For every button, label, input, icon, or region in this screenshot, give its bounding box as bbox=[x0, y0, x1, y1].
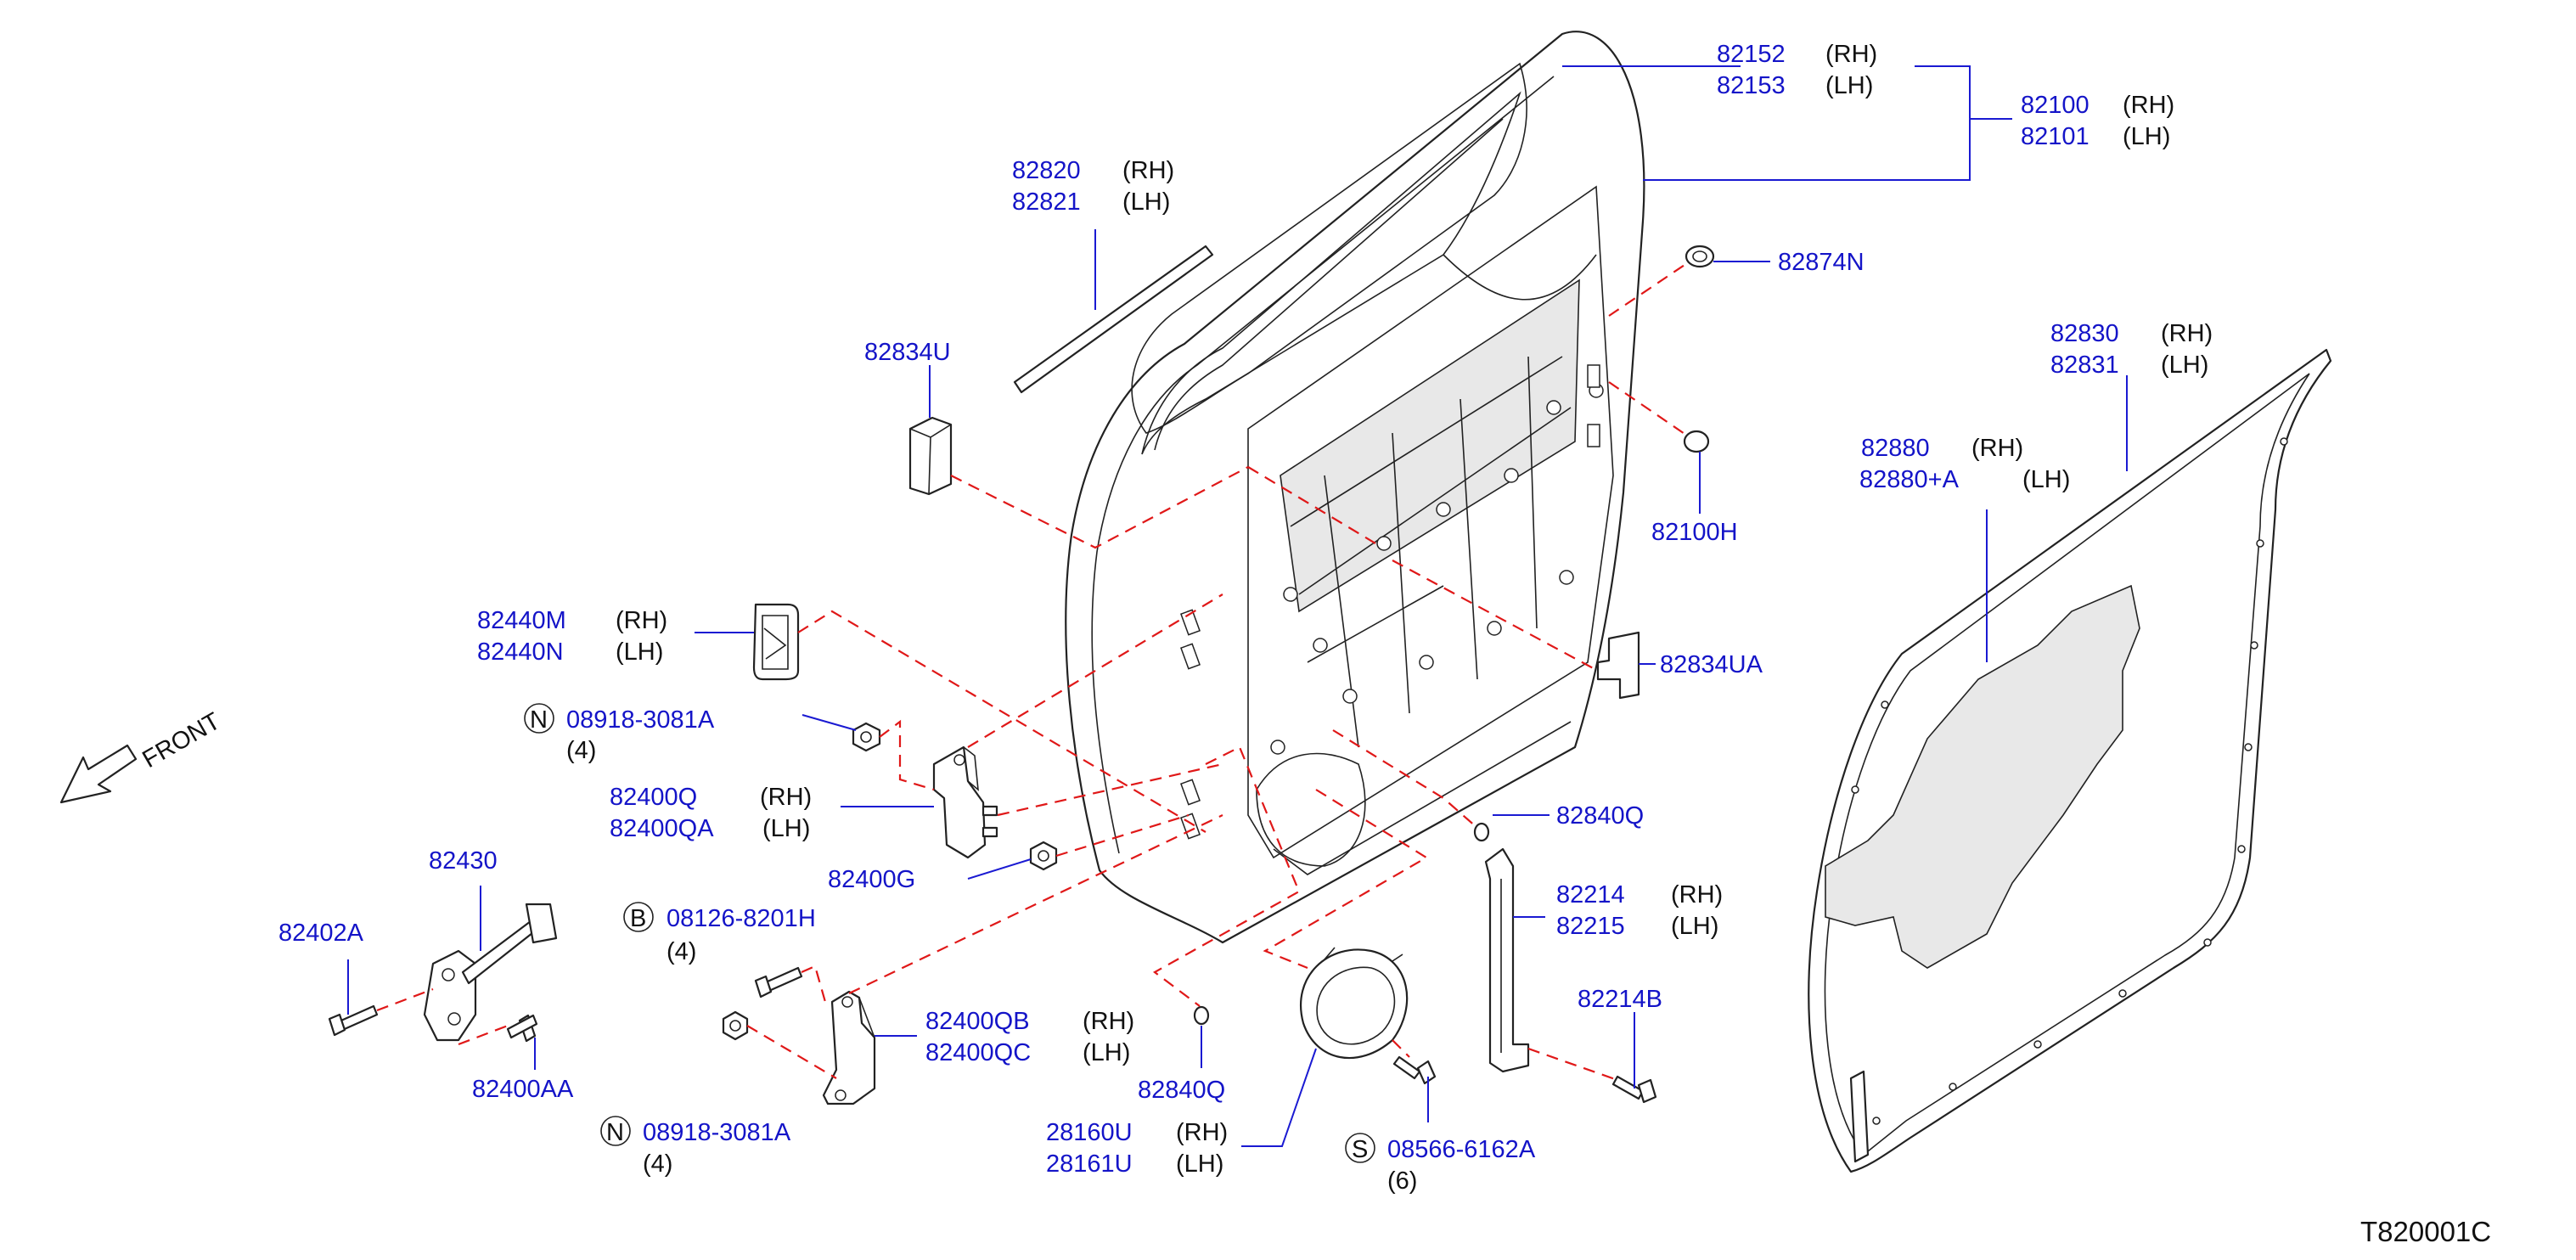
part-number-82834UA[interactable]: 82834UA bbox=[1660, 651, 1763, 678]
front-direction-arrow: FRONT bbox=[59, 707, 226, 804]
part-number-82214[interactable]: 82214 bbox=[1556, 881, 1625, 908]
part-number-08918-lower[interactable]: 08918-3081A bbox=[643, 1119, 791, 1146]
prefix-circle-S bbox=[1345, 1133, 1375, 1163]
part-number-82400G[interactable]: 82400G bbox=[828, 866, 915, 893]
part-number-82400QB[interactable]: 82400QB bbox=[925, 1008, 1030, 1035]
prefix-B: B bbox=[630, 905, 646, 932]
bolt-08566 bbox=[1392, 1055, 1437, 1085]
side-82152: (RH) bbox=[1825, 41, 1877, 68]
door-check bbox=[423, 903, 558, 1042]
side-82880A: (LH) bbox=[2022, 466, 2070, 493]
bolt-82402A bbox=[328, 1004, 379, 1037]
part-labels: 82152 (RH) 82153 (LH) 82100 (RH) 82101 (… bbox=[278, 41, 2491, 1247]
bolt-82400AA bbox=[506, 1014, 538, 1043]
prefix-circle-N-lower bbox=[600, 1116, 631, 1146]
part-number-82101[interactable]: 82101 bbox=[2021, 123, 2089, 150]
clip-82840Q-lower bbox=[1193, 1005, 1210, 1026]
upper-hinge bbox=[932, 745, 998, 859]
side-28161U: (LH) bbox=[1176, 1150, 1223, 1178]
qty-08918-upper: (4) bbox=[566, 737, 596, 764]
glass-run-sash bbox=[1484, 847, 1530, 1073]
part-number-82440M[interactable]: 82440M bbox=[477, 607, 566, 634]
prefix-N-lower: N bbox=[606, 1119, 624, 1146]
part-number-82880A[interactable]: 82880+A bbox=[1859, 466, 1960, 493]
nut-lower bbox=[722, 1010, 749, 1041]
part-number-82821[interactable]: 82821 bbox=[1012, 188, 1081, 216]
part-number-82153[interactable]: 82153 bbox=[1717, 72, 1786, 99]
lower-hinge bbox=[822, 990, 876, 1105]
part-number-08126[interactable]: 08126-8201H bbox=[666, 905, 816, 932]
outer-moulding bbox=[1013, 245, 1214, 394]
plug-82100H bbox=[1683, 430, 1710, 453]
leader-lines bbox=[347, 65, 2128, 1147]
part-number-82152[interactable]: 82152 bbox=[1717, 41, 1786, 68]
part-number-82100H[interactable]: 82100H bbox=[1651, 519, 1738, 546]
side-82831: (LH) bbox=[2161, 352, 2208, 379]
door-glass-outline bbox=[1131, 62, 1527, 434]
dashed-reference-lines bbox=[376, 261, 1690, 1082]
part-number-82214B[interactable]: 82214B bbox=[1578, 986, 1662, 1013]
side-82100: (RH) bbox=[2123, 92, 2174, 119]
spacer-82834UA bbox=[1596, 631, 1640, 700]
bolt-08126 bbox=[754, 966, 803, 998]
part-number-82400AA[interactable]: 82400AA bbox=[472, 1076, 574, 1103]
nut-upper bbox=[852, 722, 881, 752]
part-number-08566[interactable]: 08566-6162A bbox=[1387, 1136, 1536, 1163]
side-82153: (LH) bbox=[1825, 72, 1873, 99]
part-number-08918-upper[interactable]: 08918-3081A bbox=[566, 706, 715, 734]
drawing-code: T820001C bbox=[2360, 1216, 2491, 1247]
door-shell bbox=[1065, 31, 1645, 944]
side-82440M: (RH) bbox=[616, 607, 667, 634]
part-number-82840Q-lower[interactable]: 82840Q bbox=[1138, 1077, 1225, 1104]
part-number-82831[interactable]: 82831 bbox=[2050, 352, 2119, 379]
prefix-N-upper: N bbox=[530, 706, 548, 734]
part-number-82400Q[interactable]: 82400Q bbox=[610, 784, 697, 811]
part-number-82820[interactable]: 82820 bbox=[1012, 157, 1081, 184]
side-82400Q: (RH) bbox=[760, 784, 812, 811]
part-number-28161U[interactable]: 28161U bbox=[1046, 1150, 1133, 1178]
part-number-82834U[interactable]: 82834U bbox=[864, 339, 951, 366]
part-number-82880[interactable]: 82880 bbox=[1861, 435, 1930, 462]
bolt-82214B bbox=[1611, 1075, 1657, 1104]
front-direction-label: FRONT bbox=[138, 707, 226, 773]
side-82400QA: (LH) bbox=[762, 815, 810, 842]
prefix-circle-B bbox=[623, 902, 654, 932]
side-82880: (RH) bbox=[1971, 435, 2023, 462]
side-82400QC: (LH) bbox=[1083, 1039, 1130, 1066]
clip-82840Q-upper bbox=[1473, 822, 1490, 842]
sealing-screen bbox=[1825, 584, 2140, 969]
side-82821: (LH) bbox=[1122, 188, 1170, 216]
spacer-block bbox=[908, 416, 953, 496]
grommet-82874N bbox=[1685, 245, 1715, 268]
part-number-82215[interactable]: 82215 bbox=[1556, 913, 1625, 940]
part-number-82400QC[interactable]: 82400QC bbox=[925, 1039, 1031, 1066]
qty-08918-lower: (4) bbox=[643, 1150, 672, 1178]
part-number-82840Q-upper[interactable]: 82840Q bbox=[1556, 802, 1644, 830]
qty-08566: (6) bbox=[1387, 1167, 1417, 1195]
speaker-bracket bbox=[1300, 947, 1409, 1060]
part-number-82400QA[interactable]: 82400QA bbox=[610, 815, 714, 842]
side-82440N: (LH) bbox=[616, 638, 663, 666]
prefix-S: S bbox=[1352, 1136, 1368, 1163]
side-82101: (LH) bbox=[2123, 123, 2170, 150]
part-number-28160U[interactable]: 28160U bbox=[1046, 1119, 1133, 1146]
qty-08126: (4) bbox=[666, 938, 696, 965]
side-28160U: (RH) bbox=[1176, 1119, 1228, 1146]
inside-handle bbox=[752, 603, 800, 681]
part-number-82440N[interactable]: 82440N bbox=[477, 638, 564, 666]
side-82820: (RH) bbox=[1122, 157, 1174, 184]
part-number-82402A[interactable]: 82402A bbox=[278, 920, 364, 947]
part-number-82874N[interactable]: 82874N bbox=[1778, 249, 1865, 276]
side-82830: (RH) bbox=[2161, 320, 2213, 347]
part-number-82430[interactable]: 82430 bbox=[429, 847, 498, 875]
part-number-82100[interactable]: 82100 bbox=[2021, 92, 2089, 119]
part-number-82830[interactable]: 82830 bbox=[2050, 320, 2119, 347]
side-82400QB: (RH) bbox=[1083, 1008, 1134, 1035]
nut-82400G bbox=[1029, 841, 1058, 871]
prefix-circle-N-upper bbox=[524, 703, 554, 734]
side-82214: (RH) bbox=[1671, 881, 1723, 908]
side-82215: (LH) bbox=[1671, 913, 1718, 940]
